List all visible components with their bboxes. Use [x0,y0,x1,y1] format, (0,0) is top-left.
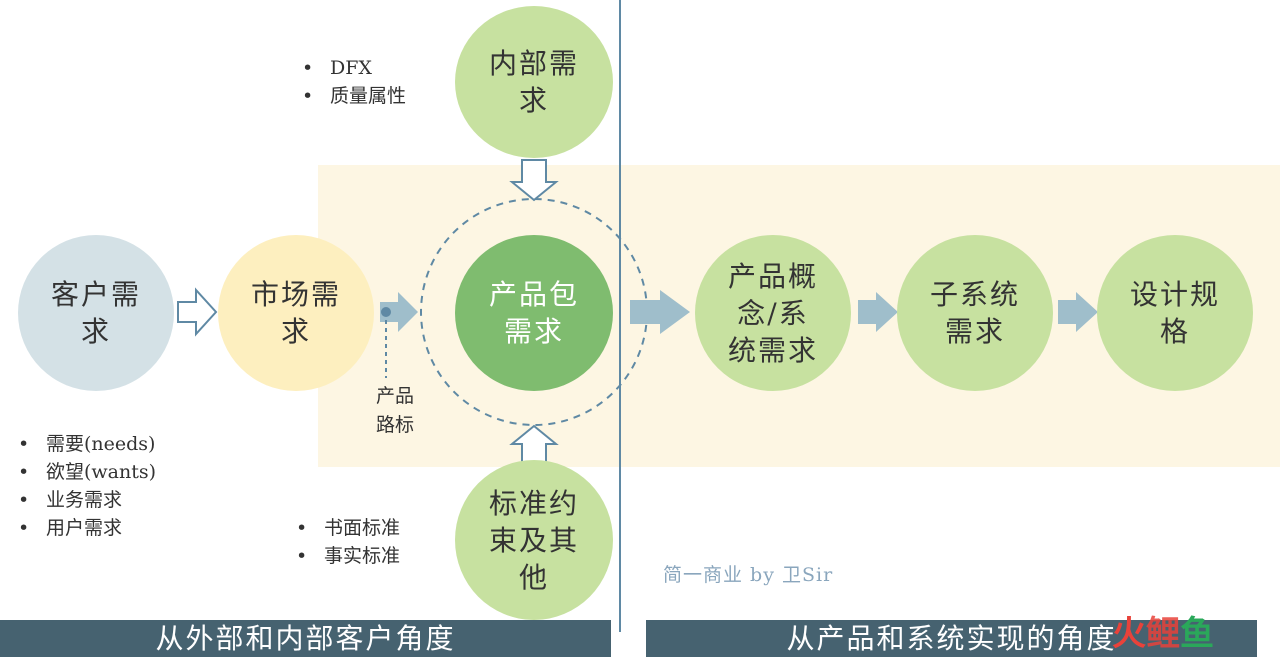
internal-bullet-list: DFX 质量属性 [302,54,406,110]
standard-bullet-list: 书面标准 事实标准 [296,514,400,570]
node-internal-requirements: 内部需 求 [455,6,613,158]
arrow-standard-to-product [509,424,559,463]
list-item: 业务需求 [18,486,156,514]
node-customer-requirements: 客户需 求 [18,235,174,391]
node-product-concept: 产品概 念/系 统需求 [695,235,851,391]
customer-bullet-list: 需要(needs) 欲望(wants) 业务需求 用户需求 [18,430,156,542]
arrow-product-to-concept [630,290,690,334]
arrow-market-to-product [380,292,418,332]
node-market-requirements: 市场需 求 [218,235,374,391]
node-subsystem-requirements: 子系统 需求 [897,235,1053,391]
watermark-char: 鲤 [1146,614,1180,654]
arrow-internal-to-product [509,159,559,202]
list-item: 事实标准 [296,542,400,570]
footer-right-label: 从产品和系统实现的角度 [646,620,1257,657]
credit-text: 简一商业 by 卫Sir [663,564,834,586]
list-item: DFX [302,54,406,82]
node-design-specification: 设计规 格 [1097,235,1253,391]
list-item: 质量属性 [302,82,406,110]
watermark-char: 鱼 [1180,614,1214,654]
watermark-logo: 火鲤鱼 [1112,612,1214,656]
arrow-concept-to-subsystem [858,292,898,332]
list-item: 书面标准 [296,514,400,542]
watermark-char: 火 [1112,614,1146,654]
node-product-package-requirements: 产品包 需求 [455,235,613,391]
arrow-subsystem-to-design [1058,292,1098,332]
roadmap-pin-dot [381,307,391,317]
list-item: 欲望(wants) [18,458,156,486]
list-item: 用户需求 [18,514,156,542]
list-item: 需要(needs) [18,430,156,458]
divider-line [619,0,621,632]
arrow-customer-to-market [177,287,218,337]
footer-left-label: 从外部和内部客户角度 [0,620,611,657]
node-standard-constraints: 标准约 束及其 他 [455,460,613,620]
roadmap-label: 产品 路标 [375,385,414,436]
